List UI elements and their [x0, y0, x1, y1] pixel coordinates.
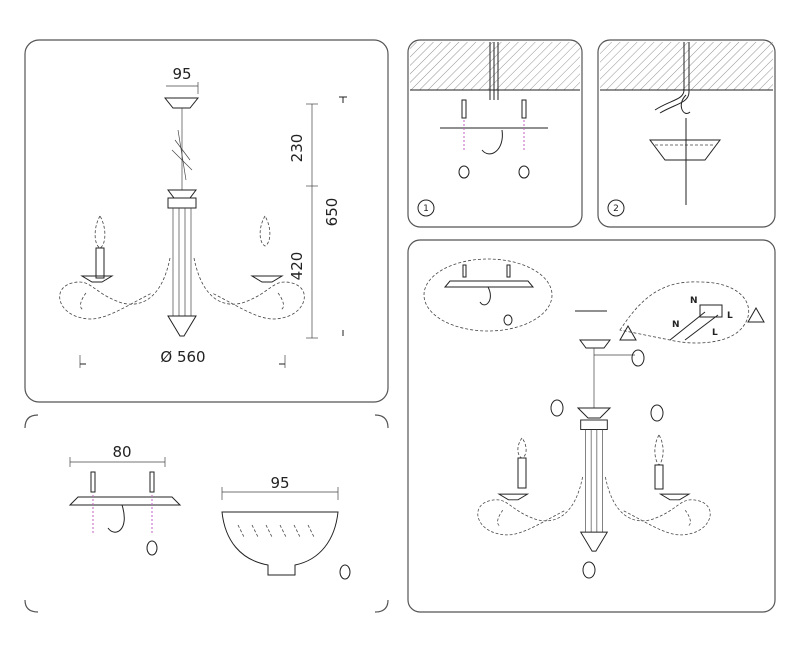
candle-left	[517, 457, 527, 489]
hook	[481, 129, 503, 155]
wire-label-live: L	[712, 328, 718, 338]
rotate-icon	[550, 399, 564, 417]
step2-panel-border	[597, 39, 776, 228]
step1-panel: 1	[407, 39, 583, 228]
step2-panel: 2	[597, 39, 776, 228]
details-panel: 80 95	[24, 414, 389, 613]
total-height-label: 650	[323, 198, 341, 227]
candle-right	[654, 464, 664, 490]
ceiling-hatch	[410, 42, 580, 90]
diameter-label: Ø 560	[160, 348, 205, 366]
wall-plug-left	[461, 99, 467, 119]
hook	[680, 94, 691, 114]
wire-label-neutral: N	[672, 320, 680, 330]
assembly-panel: N L N L	[407, 239, 776, 613]
chandelier-drawing	[59, 97, 305, 337]
step1-panel-border	[407, 39, 583, 228]
dimension-lines	[79, 82, 347, 368]
wall-plug-left	[90, 471, 96, 493]
hook	[479, 286, 491, 306]
electric-hazard-icon	[747, 306, 765, 323]
canopy	[221, 511, 339, 576]
wire-label-neutral: N	[690, 296, 698, 306]
wiring-detail-bubble	[619, 281, 750, 344]
overview-panel: 95 230 420 650 Ø 560	[24, 39, 389, 403]
canopy	[163, 97, 200, 109]
rotate-icon	[650, 404, 664, 422]
wall-plug-right	[149, 471, 155, 493]
rotate-icon	[458, 165, 470, 179]
step2-number: 2	[613, 204, 619, 214]
canopy	[579, 339, 611, 349]
wall-plug-right	[521, 99, 527, 119]
mounting-bar	[443, 280, 535, 288]
overview-panel-border	[24, 39, 389, 403]
canopy-width-label: 95	[270, 474, 289, 492]
wire-label-live: L	[727, 311, 733, 321]
rotate-icon	[631, 349, 645, 367]
step1-number: 1	[423, 204, 429, 214]
rotate-icon	[339, 564, 351, 580]
electric-hazard-icon	[619, 324, 637, 341]
mounting-bar	[68, 496, 182, 506]
step-number-badge	[607, 199, 625, 217]
candle-left	[95, 247, 105, 279]
mounting-detail-bubble	[423, 258, 553, 332]
step-number-badge	[417, 199, 435, 217]
hook	[107, 504, 125, 533]
power-cable	[489, 42, 499, 100]
rotate-icon	[518, 165, 530, 179]
canopy-width-label: 95	[172, 65, 191, 83]
bar-width-label: 80	[112, 443, 131, 461]
ceiling-hatch	[600, 42, 773, 90]
bulb-left	[94, 215, 106, 249]
terminal-block	[699, 304, 723, 318]
canopy	[649, 139, 721, 161]
details-panel-corners	[24, 414, 389, 613]
bulb-right	[259, 215, 271, 247]
upper-height-label: 230	[288, 134, 306, 163]
rotate-icon	[582, 561, 596, 579]
lower-height-label: 420	[288, 252, 306, 281]
rotate-icon	[503, 314, 513, 326]
assembly-panel-border	[407, 239, 776, 613]
rotate-icon	[146, 540, 158, 556]
